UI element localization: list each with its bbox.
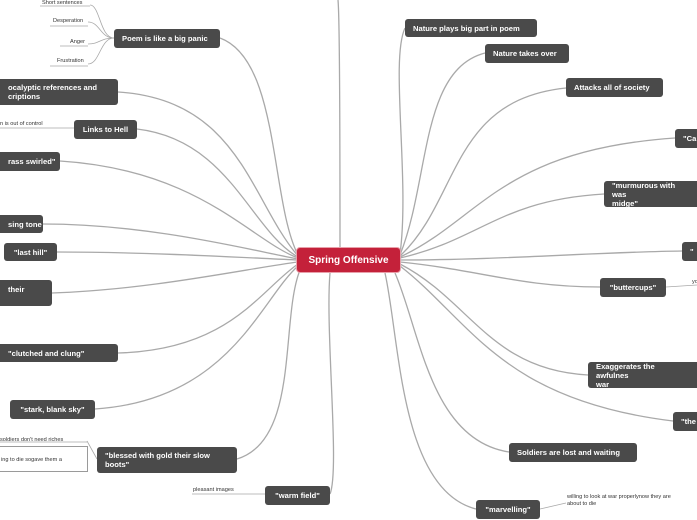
node-last-hill[interactable]: "last hill" [4,243,57,261]
node-their[interactable]: their [0,280,52,306]
node-blessed-gold[interactable]: "blessed with gold their slow boots" [97,447,237,473]
node-murmurous[interactable]: "murmurous with was midge" [604,181,697,208]
node-clutched[interactable]: "clutched and clung" [0,344,118,362]
leaf-short-sentences: Short sentences [42,0,83,6]
node-links-hell[interactable]: Links to Hell [74,120,137,139]
leaf-pleasant-images: pleasant images [193,487,234,493]
leaf-die: ing to die sogave them a [1,457,62,463]
node-the[interactable]: "the [673,412,697,431]
node-exaggerates[interactable]: Exaggerates the awfulnes war [588,362,697,389]
node-marvelling[interactable]: "marvelling" [476,500,540,519]
leaf-yo: yo [692,279,697,285]
node-nature-takes-over[interactable]: Nature takes over [485,44,569,63]
node-stark-sky[interactable]: "stark, blank sky" [10,400,95,419]
leaf-out-of-control: n is out of control [0,121,43,127]
node-buttercups[interactable]: "buttercups" [600,278,666,297]
leaf-box: ing to die sogave them a [0,446,88,472]
node-tone[interactable]: sing tone [0,215,43,233]
node-quote-f[interactable]: " [682,242,697,261]
leaf-riches: soldiers don't need riches [0,437,64,443]
node-soldiers-lost[interactable]: Soldiers are lost and waiting [509,443,637,462]
leaf-anger: Anger [70,39,85,45]
node-grass-swirled[interactable]: rass swirled" [0,152,60,171]
leaf-frustration: Frustration [57,58,84,64]
node-nature-big-part[interactable]: Nature plays big part in poem [405,19,537,37]
node-apocalyptic[interactable]: ocalyptic references and criptions [0,79,118,105]
central-topic[interactable]: Spring Offensive [296,247,401,273]
node-poem-panic[interactable]: Poem is like a big panic [114,29,220,48]
node-attacks-society[interactable]: Attacks all of society [566,78,663,97]
node-warm-field[interactable]: "warm field" [265,486,330,505]
leaf-desperation: Desperation [53,18,84,24]
leaf-willing: willing to look at war properlynow they … [567,494,671,507]
node-ca[interactable]: "Ca [675,129,697,148]
